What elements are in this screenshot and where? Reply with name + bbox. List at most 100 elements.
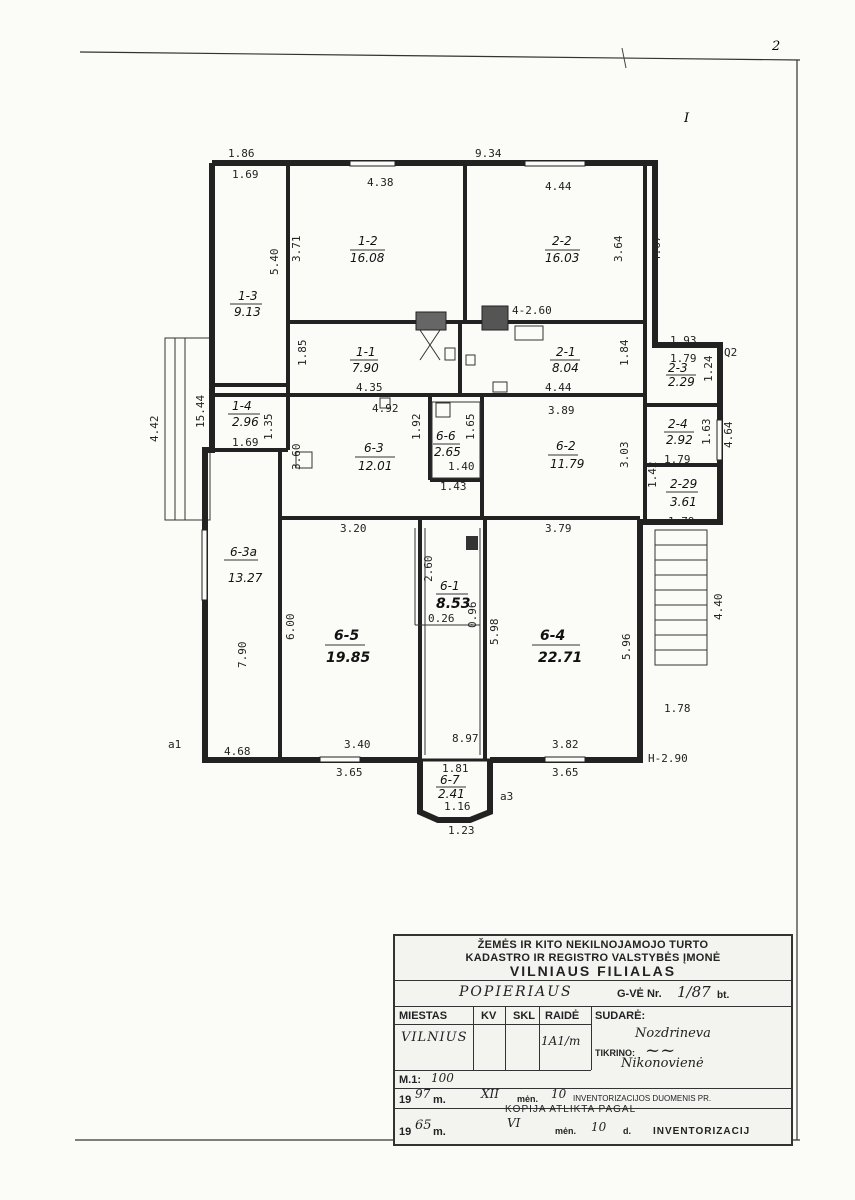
- dim-a3: a3: [500, 790, 513, 803]
- dim-r14-h: 1.35: [262, 414, 275, 441]
- room-1-3: 1-3 9.13: [230, 289, 262, 319]
- dim-right-wall-540: 5.40: [268, 249, 281, 276]
- dim-r61-h: 5.98: [488, 619, 501, 646]
- dim-r23-h: 1.24: [702, 355, 715, 382]
- dim-r21-h: 1.84: [618, 339, 631, 366]
- room-id: 6-6: [436, 429, 456, 443]
- dim-bottom-mid: 8.97: [452, 732, 479, 745]
- room-2-2: 2-2 16.03: [545, 234, 580, 265]
- corner-mark: 2: [771, 39, 780, 54]
- room-id: 6-3a: [230, 545, 257, 559]
- dim-r62-h: 3.03: [618, 442, 631, 469]
- room-area: 8.04: [552, 361, 579, 375]
- raide-value: 1A1/m: [541, 1034, 581, 1048]
- room-area: 2.92: [666, 433, 693, 447]
- roman-mark: I: [683, 111, 690, 126]
- dim-r29-h: 1.42: [646, 462, 659, 489]
- stamp-line1: ŽEMĖS IR KITO NEKILNOJAMOJO TURTO: [477, 939, 709, 951]
- dim-bottom-r: 3.65: [552, 766, 579, 779]
- men2-label: mėn.: [555, 1126, 577, 1136]
- dim-stair-h: 4.40: [712, 594, 725, 621]
- room-1-2: 1-2 16.08: [350, 234, 385, 265]
- nikon-value: Nikonovienė: [621, 1056, 704, 1071]
- room-6-3: 6-3 12.01: [355, 441, 395, 473]
- room-2-4: 2-4 2.92: [664, 417, 694, 447]
- room-6-1: 6-1 8.53: [436, 579, 471, 612]
- dim-r64-top: 3.79: [545, 522, 572, 535]
- year2-prefix: 19: [399, 1126, 412, 1138]
- room-id: 1-2: [358, 234, 378, 248]
- dim-a1: a1: [168, 738, 181, 751]
- dim-r12-top: 4.38: [367, 176, 394, 189]
- room-1-4: 1-4 2.96: [228, 399, 260, 429]
- dim-r61-b: 0.96: [466, 602, 479, 629]
- room-6-7: 6-7 2.41: [436, 773, 466, 801]
- gatve-label: G-VĖ Nr.: [617, 988, 662, 1000]
- dim-r67-top: 1.81: [442, 762, 469, 775]
- dim-r24-h: 1.63: [700, 419, 713, 446]
- room-id: 2-1: [556, 345, 576, 359]
- day2-value: 10: [591, 1120, 607, 1134]
- room-id: 2-3: [668, 361, 688, 375]
- dim-r63a-bottom: 4.68: [224, 745, 251, 758]
- year2-value: 65: [415, 1118, 432, 1133]
- room-area: 11.79: [550, 457, 584, 471]
- dim-r63-top: 4.92: [372, 402, 399, 415]
- dim-r29-w: 1.79: [668, 515, 695, 528]
- dim-r66-w2: 1.43: [440, 480, 467, 493]
- dim-r21-bottom: 4.44: [545, 381, 572, 394]
- inv-line: INVENTORIZACIJOS DUOMENIS PR.: [573, 1094, 712, 1103]
- year2-m: m.: [433, 1126, 446, 1138]
- dim-r24-w: 1.79: [664, 453, 691, 466]
- room-6-2: 6-2 11.79: [548, 439, 584, 471]
- room-id: 6-7: [440, 773, 460, 787]
- room-id: 2-2: [552, 234, 572, 248]
- dim-r23-top: 1.93: [670, 334, 697, 347]
- dim-h-mid: 4-2.60: [512, 304, 552, 317]
- room-area: 3.61: [670, 495, 697, 509]
- city-value: VILNIUS: [401, 1030, 468, 1045]
- dim-left-porch: 4.42: [148, 416, 161, 443]
- dim-top-total: 9.34: [475, 147, 502, 160]
- month2-value: VI: [507, 1116, 521, 1130]
- stamp-line3: VILNIAUS FILIALAS: [509, 963, 677, 979]
- room-id: 6-5: [334, 628, 360, 644]
- room-area: 7.90: [352, 361, 379, 375]
- dim-bottom-l: 3.65: [336, 766, 363, 779]
- dim-r66-w: 1.40: [448, 460, 475, 473]
- dim-r61-a: 0.26: [428, 612, 455, 625]
- year1-prefix: 19: [399, 1094, 412, 1106]
- dim-r11-bottom: 4.35: [356, 381, 383, 394]
- scale-label: M.1:: [399, 1074, 421, 1086]
- kopija-label: KOPIJA ATLIKTA PAGAL: [505, 1104, 637, 1115]
- dim-r66-h: 1.65: [464, 414, 477, 441]
- room-2-1: 2-1 8.04: [550, 345, 580, 375]
- dim-r12-left: 3.71: [290, 236, 303, 263]
- signature: ~~: [645, 1040, 676, 1061]
- room-area: 16.08: [350, 251, 385, 265]
- sudare-value: Nozdrineva: [635, 1026, 711, 1041]
- dim-r63-h: 1.92: [410, 414, 423, 441]
- room-area: 2.29: [668, 375, 695, 389]
- dim-r61-w: 2.60: [422, 556, 435, 583]
- dim-r62-top: 3.89: [548, 404, 575, 417]
- room-id: 6-1: [440, 579, 460, 593]
- dim-r22-right: 3.64: [612, 235, 625, 262]
- dim-r67-out: 1.23: [448, 824, 475, 837]
- dim-r14-w: 1.69: [232, 436, 259, 449]
- month1-value: XII: [481, 1087, 500, 1101]
- dim-left-7: 7.90: [236, 642, 249, 669]
- gatve-value: 1/87: [677, 983, 711, 1001]
- dim-h290: H-2.90: [648, 752, 688, 765]
- dim-r67-bottom: 1.16: [444, 800, 471, 813]
- room-2-3: 2-3 2.29: [666, 361, 696, 389]
- dim-q2: Q2: [724, 346, 737, 359]
- room-2-29: 2-29 3.61: [666, 477, 698, 509]
- room-area: 19.85: [326, 650, 371, 666]
- dim-r63-wall: 3.60: [290, 444, 303, 471]
- inventorizacija: INVENTORIZACIJ: [653, 1126, 751, 1137]
- year1-value: 97: [415, 1087, 431, 1101]
- dim-stair-w: 1.78: [664, 702, 691, 715]
- room-area: 13.27: [228, 571, 263, 585]
- room-area: 22.71: [538, 650, 582, 666]
